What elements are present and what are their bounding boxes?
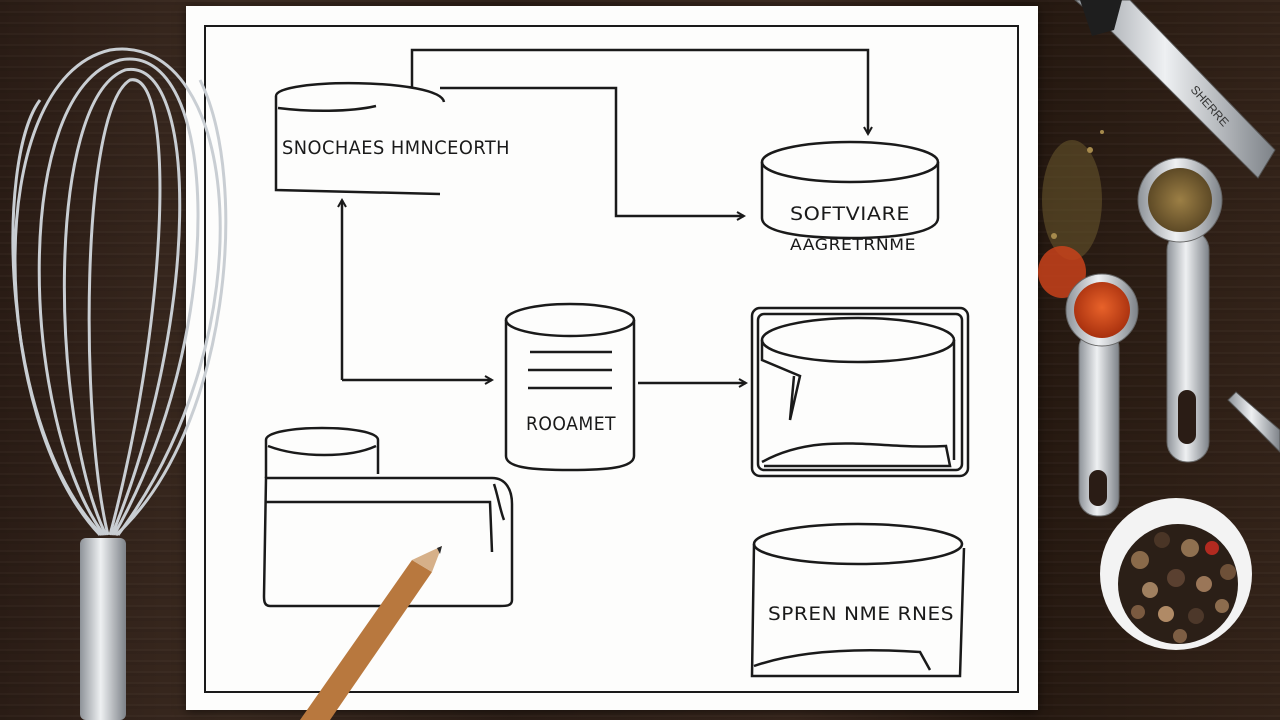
center-database-label: ROOAMET [526, 413, 616, 435]
scattered-spices [1038, 130, 1104, 298]
pencil [300, 546, 442, 720]
bottom-right-store-label: SPREN NME RNES [768, 603, 954, 625]
connector-top-to-software [410, 48, 868, 134]
peppercorn-bowl [1100, 498, 1252, 650]
center-database-node [504, 302, 636, 472]
whisk-handle [80, 538, 126, 720]
measuring-spoon-paprika [1065, 273, 1139, 517]
bottom-left-store-node [262, 426, 514, 608]
right-edge-utensil [1227, 391, 1280, 453]
bottom-right-store-node [750, 522, 966, 678]
connectors [342, 48, 868, 383]
diagram-paper-sheet [186, 6, 1038, 710]
top-left-store-label: SNOCHAES HMNCEORTH [282, 137, 510, 159]
software-cylinder-node [760, 140, 940, 240]
software-label-line2: AAGRETRNME [790, 235, 916, 254]
measuring-spoon-pepper [1137, 157, 1223, 463]
whisk [11, 47, 228, 537]
top-left-store-node [274, 81, 446, 196]
diagram-border [204, 25, 1019, 693]
top-right-utensil: SHERRE [1074, 0, 1276, 179]
right-frame-store-node [750, 306, 970, 478]
software-label-line1: SOFTVIARE [790, 203, 910, 225]
connector-topleft-to-software [440, 86, 744, 216]
